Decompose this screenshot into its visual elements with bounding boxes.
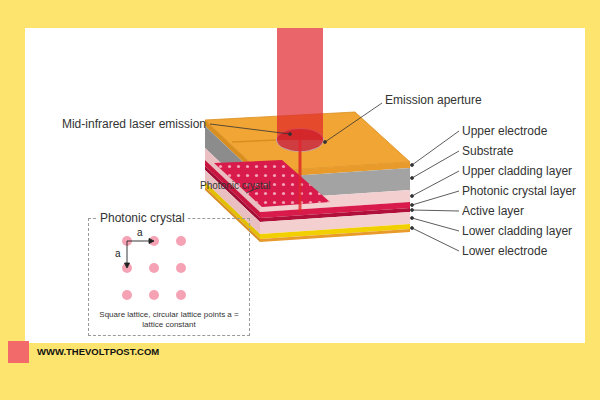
inset-box: Photonic crystalSquare lattice, circular… <box>88 218 250 336</box>
layer-label: Upper cladding layer <box>462 164 572 178</box>
part-label: Mid-infrared laser emission <box>62 117 206 131</box>
layer-label: Photonic crystal layer <box>462 184 576 198</box>
inset-title: Photonic crystal <box>97 210 188 226</box>
dimension-label: a <box>115 248 121 260</box>
inset-caption: Square lattice, circular lattice points … <box>93 310 245 330</box>
layer-label: Active layer <box>462 204 524 218</box>
layer-label: Lower electrode <box>462 244 547 258</box>
part-label: Emission aperture <box>385 93 482 107</box>
dimension-label: a <box>137 227 143 239</box>
part-label: Photonic crystal <box>200 180 271 192</box>
layer-label: Lower cladding layer <box>462 224 572 238</box>
layer-label: Substrate <box>462 144 513 158</box>
watermark: WWW.THEVOLTPOST.COM <box>37 346 159 358</box>
layer-label: Upper electrode <box>462 124 547 138</box>
